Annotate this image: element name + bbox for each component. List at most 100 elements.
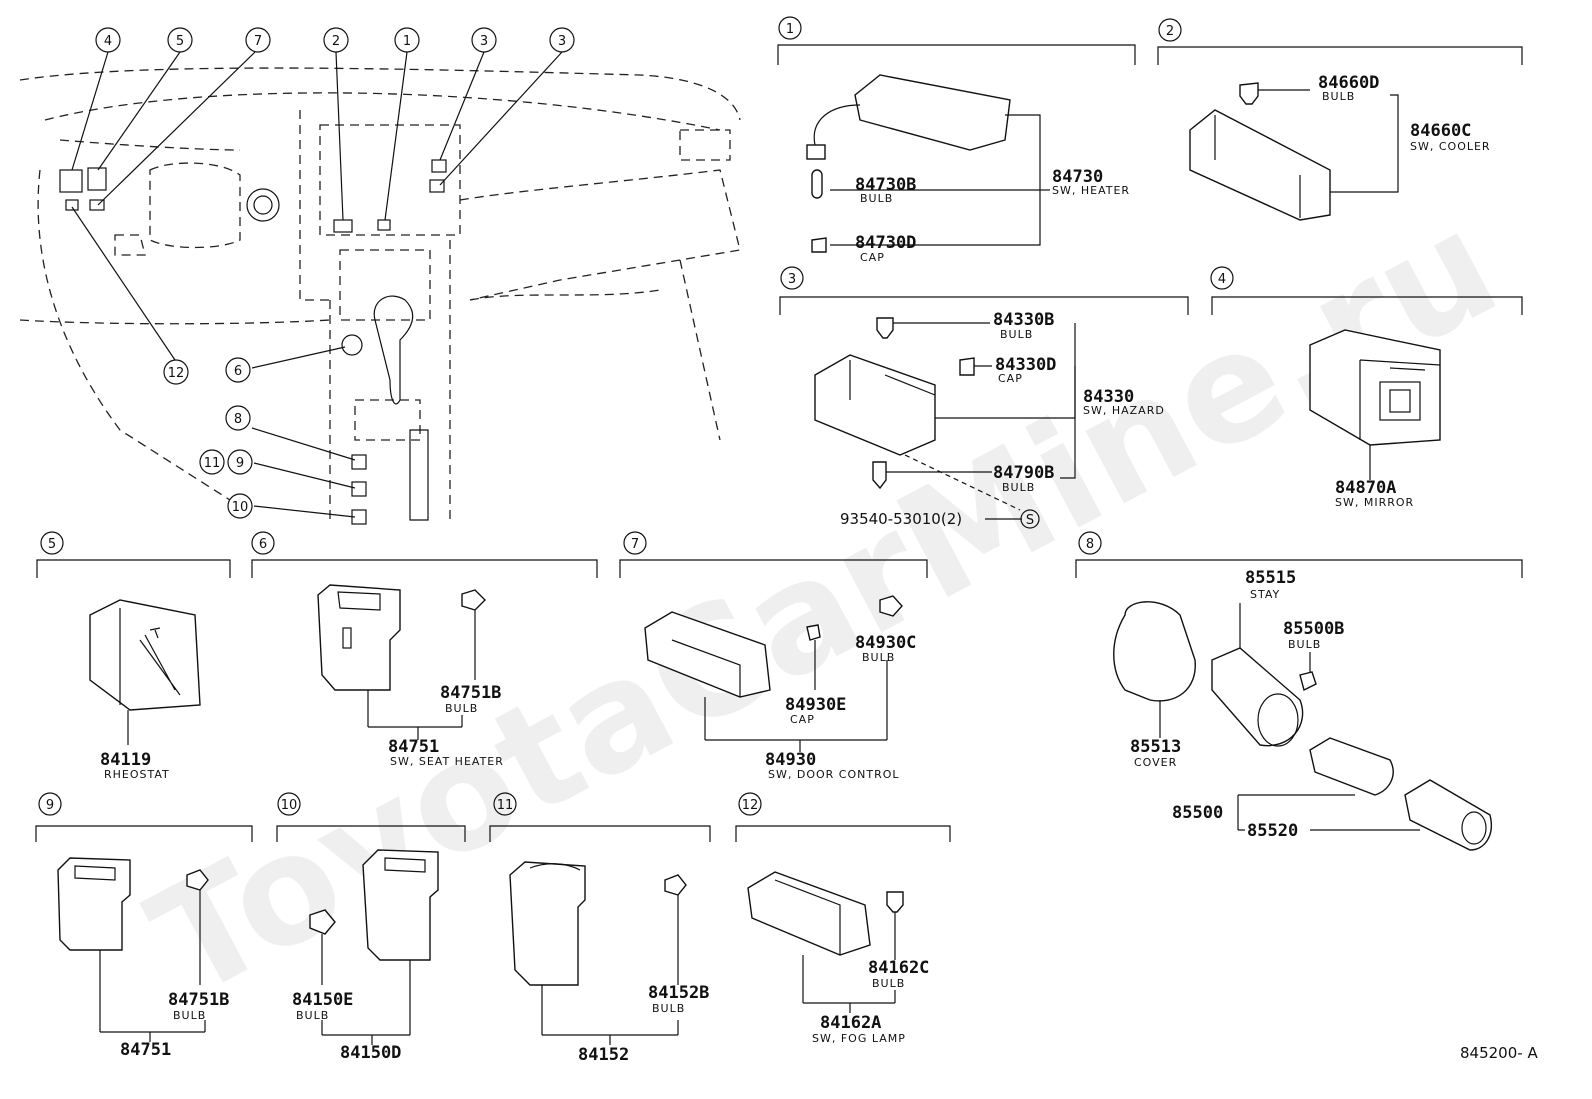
switch-10-icon: [362, 849, 439, 961]
callout-7: 7: [254, 34, 262, 49]
pn-84930: 84930: [765, 750, 816, 770]
callout-11: 11: [204, 456, 221, 471]
pn-84870A-desc: SW, MIRROR: [1335, 496, 1414, 509]
pn-84751B: 84751B: [440, 683, 501, 703]
section-3-num: 3: [788, 272, 796, 287]
pn-84162C: 84162C: [868, 958, 929, 978]
switch-9-icon: [57, 857, 131, 951]
pn-84751-desc: SW, SEAT HEATER: [390, 755, 504, 768]
pn-84930C-desc: BULB: [862, 651, 895, 664]
pn-84330B-desc: BULB: [1000, 328, 1033, 341]
cooler-switch-icon: [1189, 109, 1331, 221]
pn-85500B: 85500B: [1283, 619, 1344, 639]
pn-84330-desc: SW, HAZARD: [1083, 404, 1165, 417]
hazard-switch-icon: [814, 354, 936, 456]
section-1: 1 84730B BULB 84730 SW, HEATER 84730D CA…: [777, 16, 1136, 264]
pn-84790B: 84790B: [993, 463, 1054, 483]
pn-84930E-desc: CAP: [790, 713, 815, 726]
pn-84660C-desc: SW, COOLER: [1410, 140, 1491, 153]
pn-84119: 84119: [100, 750, 151, 770]
section-2: 2 84660D BULB 84660C SW, COOLER: [1157, 18, 1523, 221]
pn-84660D: 84660D: [1318, 73, 1379, 93]
callout-8: 8: [234, 412, 242, 427]
section-2-num: 2: [1166, 24, 1174, 39]
overview-callouts: 4 5 7 2 1 3 3 6 12 8 11 9 10: [95, 27, 575, 519]
pn-84119-desc: RHEOSTAT: [104, 768, 170, 781]
callout-1: 1: [403, 34, 411, 49]
callout-12: 12: [168, 366, 185, 381]
overview-switch-blocks: [59, 159, 447, 525]
overview-leaders: [71, 51, 563, 518]
section-9-num: 9: [46, 798, 54, 813]
pn-85515-desc: STAY: [1250, 588, 1280, 601]
pn-84330D-desc: CAP: [998, 372, 1023, 385]
pn-84330: 84330: [1083, 387, 1134, 407]
callout-5: 5: [176, 34, 184, 49]
pn-84660C: 84660C: [1410, 121, 1471, 141]
cigar-stay-icon: [1211, 647, 1304, 747]
pn-85513-desc: COVER: [1134, 756, 1177, 769]
pn-84930E: 84930E: [785, 695, 846, 715]
section-5: 5 84119 RHEOSTAT: [36, 531, 231, 781]
section-8: 8 85513 COVER 85515 STAY 85500B BULB 855…: [1075, 531, 1523, 851]
switch-11-icon: [509, 861, 586, 986]
pn-85515: 85515: [1245, 568, 1296, 588]
dashboard-overview: 4 5 7 2 1 3 3 6 12 8 11 9 10: [19, 27, 741, 525]
pn-84930C: 84930C: [855, 633, 916, 653]
pn-84162A-desc: SW, FOG LAMP: [812, 1032, 906, 1045]
pn-93540-53010: 93540-53010(2): [840, 510, 962, 528]
callout-10: 10: [232, 500, 249, 515]
callout-6: 6: [234, 364, 242, 379]
pn-84751B-desc: BULB: [445, 702, 478, 715]
cigar-lighter-body-icon: [1404, 779, 1492, 851]
pn-84751B-9: 84751B: [168, 990, 229, 1010]
pn-84730B: 84730B: [855, 175, 916, 195]
screw-symbol: S: [1026, 513, 1034, 528]
section-10-num: 10: [281, 798, 298, 813]
bulb-icon: [1239, 82, 1259, 105]
section-8-num: 8: [1086, 537, 1094, 552]
pn-84162A: 84162A: [820, 1013, 881, 1033]
pn-84730B-desc: BULB: [860, 192, 893, 205]
pn-85500: 85500: [1172, 803, 1223, 823]
figure-ref: 845200- A: [1460, 1044, 1538, 1062]
pn-84870A: 84870A: [1335, 478, 1396, 498]
pn-84150E-desc: BULB: [296, 1009, 329, 1022]
section-10: 10 84150E BULB 84150D: [276, 792, 466, 1063]
pn-85500B-desc: BULB: [1288, 638, 1321, 651]
cigar-lighter-icon: [1309, 737, 1394, 796]
callout-2: 2: [332, 34, 340, 49]
section-12: 12 84162C BULB 84162A SW, FOG LAMP: [735, 792, 951, 1045]
pn-84162C-desc: BULB: [872, 977, 905, 990]
pn-84152B-desc: BULB: [652, 1002, 685, 1015]
pn-84730-desc: SW, HEATER: [1052, 184, 1130, 197]
section-7-num: 7: [631, 537, 639, 552]
callout-3: 3: [480, 34, 488, 49]
door-control-switch-icon: [644, 611, 771, 698]
pn-84751: 84751: [388, 737, 439, 757]
heater-switch-icon: [854, 74, 1011, 151]
pn-84330B: 84330B: [993, 310, 1054, 330]
section-7: 7 84930C BULB 84930E CAP 84930 SW, DOOR …: [619, 531, 928, 781]
pn-84152: 84152: [578, 1045, 629, 1065]
pn-85513: 85513: [1130, 737, 1181, 757]
callout-3b: 3: [558, 34, 566, 49]
pn-84930-desc: SW, DOOR CONTROL: [768, 768, 900, 781]
pn-84751B-9-desc: BULB: [173, 1009, 206, 1022]
pn-84660D-desc: BULB: [1322, 90, 1355, 103]
rheostat-icon: [89, 599, 201, 711]
pn-85520: 85520: [1247, 821, 1298, 841]
pn-84730: 84730: [1052, 167, 1103, 187]
fog-lamp-switch-icon: [747, 871, 871, 956]
pn-84330D: 84330D: [995, 355, 1056, 375]
section-11-num: 11: [497, 798, 514, 813]
mirror-switch-icon: [1309, 329, 1441, 446]
section-9: 9 84751B BULB 84751: [35, 792, 253, 1060]
pn-84790B-desc: BULB: [1002, 481, 1035, 494]
section-4: 4 84870A SW, MIRROR: [1210, 266, 1523, 509]
cigar-cover-icon: [1113, 601, 1196, 702]
pn-84150E: 84150E: [292, 990, 353, 1010]
section-6: 6 84751B BULB 84751 SW, SEAT HEATER: [251, 531, 598, 768]
pn-84152B: 84152B: [648, 983, 709, 1003]
pn-84730D: 84730D: [855, 233, 916, 253]
